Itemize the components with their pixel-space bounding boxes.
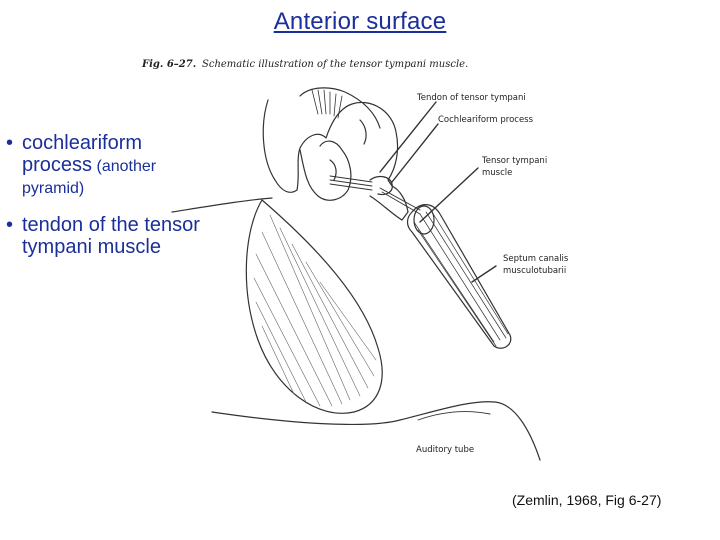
ossicle-outline	[262, 87, 409, 221]
bullet-dot: •	[6, 132, 14, 154]
cochleariform-process-shape	[369, 175, 393, 196]
malleus-line	[171, 197, 273, 213]
label-septum-2: musculotubarii	[503, 266, 566, 276]
citation: (Zemlin, 1968, Fig 6-27)	[512, 492, 662, 508]
auditory-tube-lower	[417, 411, 491, 421]
label-septum-1: Septum canalis	[503, 254, 569, 264]
figure-caption: Schematic illustration of the tensor tym…	[202, 59, 468, 70]
label-tendon: Tendon of tensor tympani	[416, 93, 526, 103]
leader-muscle	[419, 167, 479, 223]
slide-title: Anterior surface	[273, 8, 447, 35]
canal-opening	[413, 205, 435, 235]
bullet-subtext: (another pyramid)	[22, 158, 157, 197]
label-muscle-2: muscle	[482, 168, 512, 178]
leader-septum	[471, 265, 497, 283]
bullet-item: • cochleariform process (another pyramid…	[6, 132, 206, 200]
bullet-dot: •	[6, 214, 14, 236]
label-auditory-tube: Auditory tube	[416, 445, 474, 455]
label-cochleariform: Cochleariform process	[438, 115, 534, 125]
ossicle-inner	[299, 119, 367, 201]
tendon-strands	[329, 175, 421, 215]
auditory-tube	[211, 401, 541, 461]
bullet-text: cochleariform process	[22, 132, 143, 176]
top-fibers	[311, 89, 343, 119]
tensor-tympani-muscle	[406, 204, 512, 349]
bullet-list: • cochleariform process (another pyramid…	[6, 132, 206, 272]
membrane-fibers	[253, 214, 377, 407]
muscle-fibers	[413, 211, 509, 347]
label-muscle-1: Tensor tympani	[481, 156, 547, 166]
figure-number: Fig. 6–27.	[141, 59, 196, 70]
leader-tendon	[379, 101, 437, 173]
bullet-item: • tendon of the tensor tympani muscle	[6, 214, 206, 258]
bullet-text: tendon of the tensor tympani muscle	[22, 214, 200, 258]
tympanic-membrane	[245, 199, 383, 414]
leader-cochleariform	[391, 123, 439, 183]
